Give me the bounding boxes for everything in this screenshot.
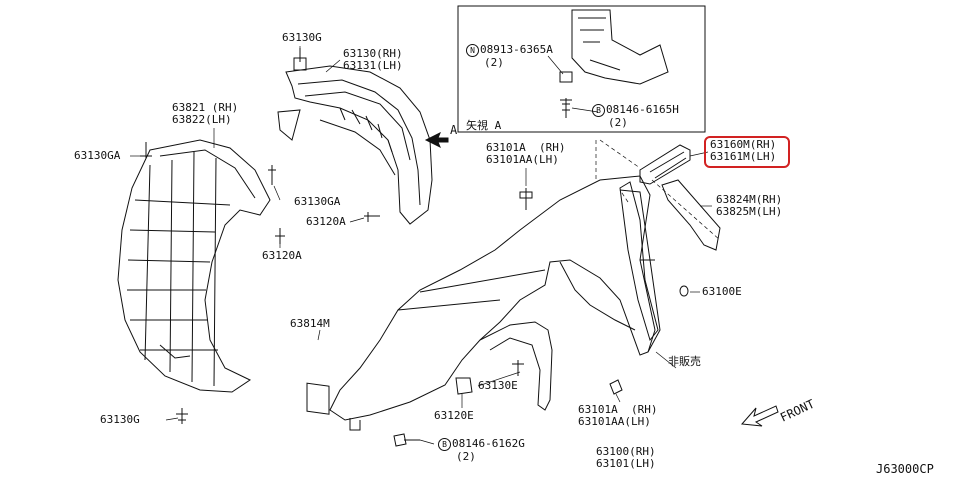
label-63101-lh: 63101(LH) xyxy=(596,457,656,470)
grommet-63100E xyxy=(679,285,689,297)
front-liner-shape xyxy=(117,139,271,393)
label-63101A-bot-rh: 63101A (RH) xyxy=(578,403,658,416)
label-non-sale: 非販売 xyxy=(668,355,701,368)
label-63130GA-left: 63130GA xyxy=(74,149,121,162)
front-arrow xyxy=(740,405,779,427)
label-63821-rh: 63821 (RH) xyxy=(172,101,239,114)
label-63161M-lh: 63161M(LH) xyxy=(710,150,777,163)
label-63814M: 63814M xyxy=(290,317,330,330)
rear-liner-shape xyxy=(285,65,433,225)
label-63100E: 63100E xyxy=(702,285,742,298)
label-63101AA-top-lh: 63101AA(LH) xyxy=(486,153,559,166)
inset-view-label: 矢視 A xyxy=(466,119,502,132)
label-63101AA-bot-lh: 63101AA(LH) xyxy=(578,415,651,428)
label-63130G-bottom: 63130G xyxy=(100,413,140,426)
arrow-a-label: A xyxy=(450,123,458,137)
seal-63824M xyxy=(661,179,721,251)
label-bolt-bottom-qty: (2) xyxy=(456,450,476,463)
label-63131-lh: 63131(LH) xyxy=(343,59,403,72)
pad-63814M xyxy=(306,382,330,415)
inset-clip xyxy=(559,71,573,83)
circle-b-bottom-icon: B xyxy=(438,438,451,451)
inset-bolt xyxy=(560,98,572,118)
label-63825M-lh: 63825M(LH) xyxy=(716,205,783,218)
inset-bracket xyxy=(571,9,669,85)
inset-bolt-n-code: 08913-6365A xyxy=(480,43,553,56)
circle-b-icon: B xyxy=(592,104,605,117)
label-63120A-left: 63120A xyxy=(262,249,302,262)
side-strip xyxy=(619,181,659,342)
label-63130G-top: 63130G xyxy=(282,31,322,44)
circle-n-icon: N xyxy=(466,44,479,57)
label-63100-rh: 63100(RH) xyxy=(596,445,656,458)
label-63130-rh: 63130(RH) xyxy=(343,47,403,60)
arrow-a xyxy=(424,131,449,149)
label-63130GA-mid: 63130GA xyxy=(294,195,341,208)
highlight-box xyxy=(704,136,790,168)
inset-bolt-b-qty: (2) xyxy=(608,116,628,129)
label-63120E: 63120E xyxy=(434,409,474,422)
inset-bolt-n-qty: (2) xyxy=(484,56,504,69)
label-63130E: 63130E xyxy=(478,379,518,392)
highlight-part-63160M xyxy=(639,144,691,185)
label-63120A-mid: 63120A xyxy=(306,215,346,228)
label-63822-lh: 63822(LH) xyxy=(172,113,232,126)
label-63101A-top-rh: 63101A (RH) xyxy=(486,141,566,154)
inset-bolt-b-code: 08146-6165H xyxy=(606,103,679,116)
inset-view-frame xyxy=(457,5,706,133)
label-63160M-rh: 63160M(RH) xyxy=(710,138,777,151)
label-63824M-rh: 63824M(RH) xyxy=(716,193,783,206)
bolt-bottom-code: 08146-6162G xyxy=(452,437,525,450)
diagram-code: J63000CP xyxy=(876,462,934,476)
